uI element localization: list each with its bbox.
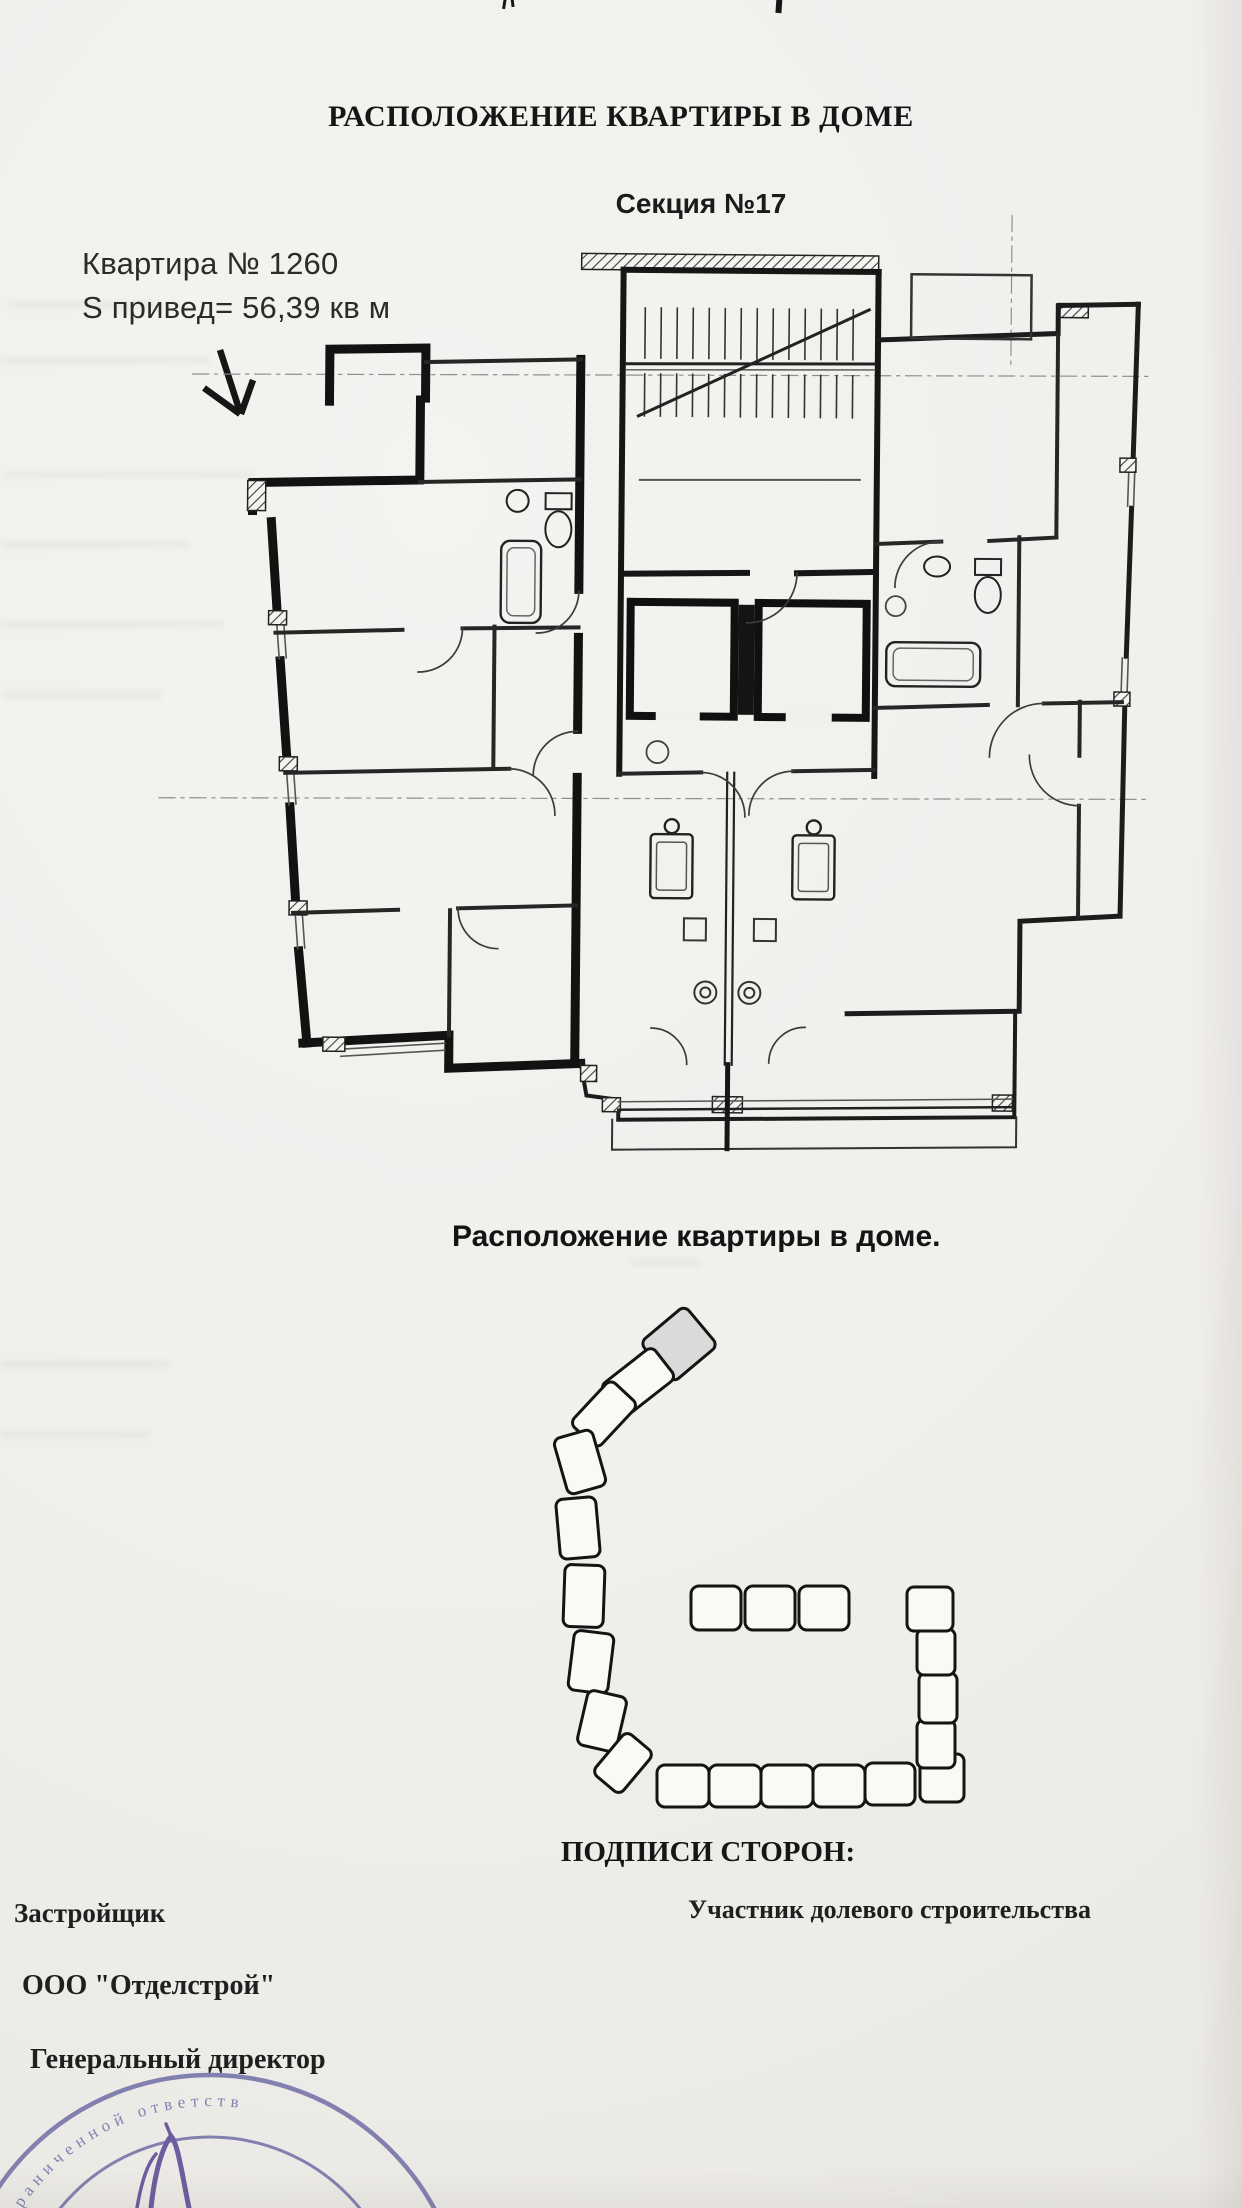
loggia-room bbox=[909, 273, 1033, 341]
stairwell-walls bbox=[616, 266, 882, 779]
highlighted-apartment-walls bbox=[247, 343, 586, 1073]
page-top-text-fragment bbox=[510, 0, 515, 8]
participant-role-label: Участник долевого строительства bbox=[688, 1895, 1092, 1924]
section-number-label: Секция №17 bbox=[615, 188, 787, 219]
page-edge-shadow bbox=[1196, 0, 1242, 2208]
page-top-text-fragment bbox=[775, 0, 783, 14]
floor-plan-drawing bbox=[158, 214, 1154, 1152]
sink bbox=[505, 488, 530, 513]
building-site-plan bbox=[552, 1306, 966, 1809]
page-top-text-fragment bbox=[502, 0, 507, 10]
stove bbox=[682, 917, 777, 1005]
signatures-heading: ПОДПИСИ СТОРОН: bbox=[560, 1836, 856, 1868]
apartment-area-label: S привед= 56,39 кв м bbox=[82, 290, 391, 325]
page-edge-shadow bbox=[0, 2168, 1242, 2208]
signatory-title: Генеральный директор bbox=[30, 2044, 326, 2075]
page-title: РАСПОЛОЖЕНИЕ КВАРТИРЫ В ДОМЕ bbox=[328, 100, 914, 133]
bleed-through-line bbox=[2, 690, 162, 699]
interior-partition bbox=[273, 624, 581, 1038]
kitchen-sink bbox=[648, 817, 836, 901]
stair-treads bbox=[643, 307, 855, 419]
developer-role-label: Застройщик bbox=[14, 1898, 166, 1928]
bleed-through-line bbox=[0, 1430, 150, 1439]
kitchen-divider-wall bbox=[723, 771, 736, 1066]
toilet bbox=[544, 492, 573, 549]
bleed-through-line bbox=[8, 300, 158, 309]
bleed-through-line bbox=[0, 540, 190, 549]
balcony-outer-line bbox=[610, 1116, 1018, 1151]
site-plan-heading: Расположение квартиры в доме. bbox=[452, 1220, 941, 1253]
door-swing-arc bbox=[417, 540, 1080, 1066]
bleed-through-line bbox=[0, 620, 225, 629]
bathtub bbox=[499, 539, 543, 625]
bleed-through-line bbox=[630, 1258, 700, 1267]
balcony-outline bbox=[578, 1011, 1018, 1122]
adjacent-apartment-walls bbox=[844, 301, 1141, 1017]
stair-flight-diagonal bbox=[636, 307, 872, 418]
developer-company-name: ООО "Отделстрой" bbox=[22, 1970, 276, 2001]
drain-fixture bbox=[645, 740, 670, 764]
window-lines bbox=[275, 618, 446, 1058]
bleed-through-line bbox=[0, 1360, 170, 1369]
signature-stroke bbox=[135, 2122, 192, 2208]
company-round-stamp: во с ограниченной ответств bbox=[0, 2072, 437, 2208]
apartment-pointer-arrow-icon bbox=[202, 349, 257, 417]
bleed-through-line bbox=[4, 470, 254, 479]
apartment-number-label: Квартира № 1260 bbox=[82, 246, 339, 281]
bleed-through-line bbox=[0, 356, 210, 365]
